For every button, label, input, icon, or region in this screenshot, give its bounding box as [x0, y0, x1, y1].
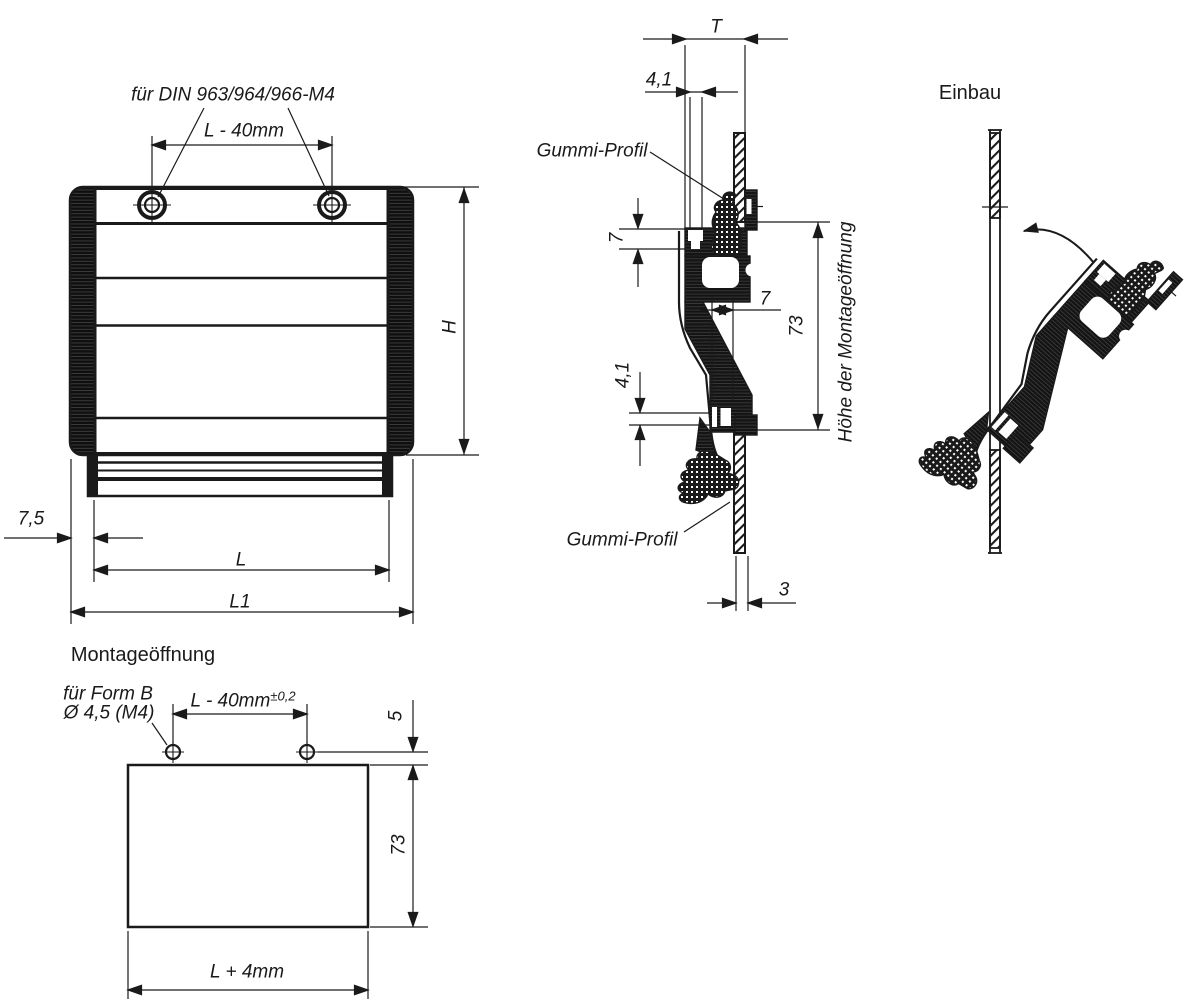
opening-height-dim-section: 73	[786, 315, 808, 337]
form-note: für Form B	[63, 683, 153, 705]
edge-offset-dim: 7,5	[17, 508, 45, 530]
panel-lower	[733, 429, 746, 554]
screw-symbol-right	[313, 186, 351, 224]
front-view-dimensions	[4, 107, 479, 624]
hole-diameter-note: Ø 4,5 (M4)	[63, 702, 155, 724]
cutout-width-dim: L + 4mm	[209, 961, 285, 983]
screw-symbol-left	[133, 186, 171, 224]
cutout-hole-left	[162, 741, 184, 763]
hole-spacing-value: L - 40mm	[190, 690, 271, 712]
height-dim: H	[439, 320, 461, 334]
cutout-view-title: Montageöffnung	[70, 644, 216, 666]
hole-spacing-tolerance: ±0,2	[270, 688, 296, 704]
rotation-arrow	[1022, 222, 1095, 264]
cutout-view	[126, 741, 370, 929]
installation-view	[914, 129, 1189, 554]
installation-view-title: Einbau	[938, 82, 1002, 104]
panel-thickness-dim: T	[710, 16, 722, 38]
screw-standard-note: für DIN 963/964/966-M4	[131, 84, 335, 106]
web-width-dim: 7	[759, 288, 771, 310]
front-view	[68, 185, 415, 498]
hole-spacing-dim-cutout: L - 40mm±0,2	[190, 690, 295, 711]
cutout-hole-right	[296, 741, 318, 763]
hole-offset-dim: 5	[385, 710, 407, 722]
grip-length-dim: L	[235, 549, 247, 571]
rubber-label-bottom: Gummi-Profil	[566, 529, 678, 551]
cutout-view-dimensions	[127, 700, 428, 999]
opening-height-label: Höhe der Montageöffnung	[835, 221, 857, 443]
slot-width-top-dim: 4,1	[645, 69, 673, 91]
flange-height-dim: 7	[606, 232, 628, 244]
slot-width-bottom-dim: 4,1	[612, 361, 634, 389]
section-view-dimensions	[619, 33, 830, 611]
hole-spacing-dim-front: L - 40mm	[204, 120, 284, 142]
cutout-height-dim: 73	[388, 834, 410, 856]
overall-length-dim: L1	[229, 591, 251, 613]
panel-max-dim: 3	[778, 579, 790, 601]
installation-panel	[982, 129, 1008, 554]
rubber-label-top: Gummi-Profil	[536, 140, 648, 162]
